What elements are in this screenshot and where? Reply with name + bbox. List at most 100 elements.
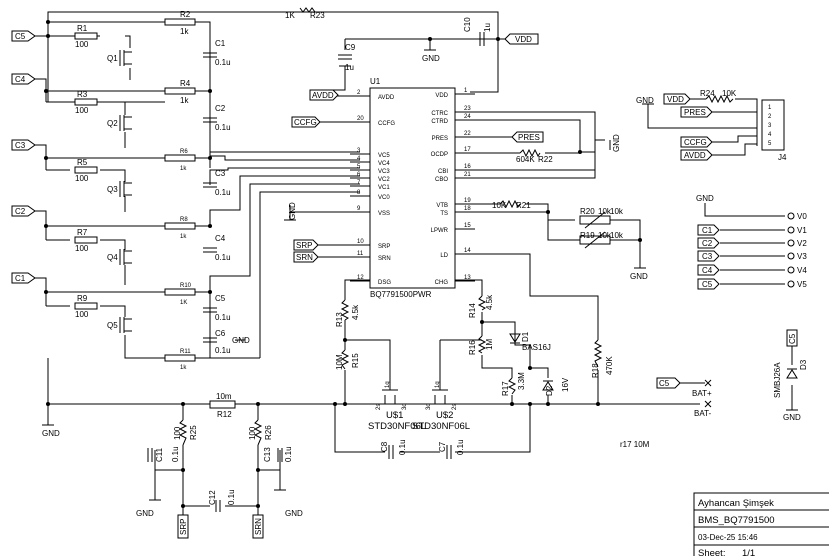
balance-input-value: 100 — [75, 174, 89, 183]
ic-right-pin-name: VDD — [435, 93, 448, 99]
svg-text:3d: 3d — [426, 403, 432, 410]
svg-text:GND: GND — [612, 134, 621, 152]
conn-net-label: C1 — [702, 226, 713, 235]
ic-left-pin-name: VSS — [378, 211, 390, 217]
svg-text:10m: 10m — [216, 392, 232, 401]
title-project: BMS_BQ7791500 — [698, 515, 775, 526]
conn-net-flag — [697, 278, 720, 290]
j4-pin-number: 1 — [768, 105, 772, 111]
resistor-r14: R14 4.5k — [468, 294, 494, 318]
net-flag-srn-bottom: SRN — [252, 514, 264, 539]
ic-left-pin-name: VC3 — [378, 169, 390, 175]
ic-left-pin-name: CCFG — [378, 121, 395, 127]
svg-text:R24: R24 — [700, 89, 715, 98]
balance-gate-value: 1k — [180, 234, 187, 240]
svg-text:D2: D2 — [545, 385, 554, 396]
svg-text:C13: C13 — [263, 447, 272, 462]
ic-right-pin-name: CBO — [435, 177, 448, 183]
title-sheet-label: Sheet: — [698, 548, 725, 556]
ic-left-pin-number: 2 — [357, 90, 361, 96]
svg-text:R19: R19 — [580, 231, 595, 240]
svg-text:J4: J4 — [778, 153, 787, 162]
capacitor-c6: C6 0.1u — [203, 329, 231, 355]
capacitor-c13: C13 0.1u — [263, 446, 293, 462]
ic-left-pin-number: 9 — [357, 206, 361, 212]
ic-right-pin-name: CHG — [435, 280, 449, 286]
resistor-balance-gate — [164, 87, 196, 95]
mosfet-u1: 1g 2s 3d U$1 STD30NF06L — [368, 380, 426, 432]
svg-text:3.3M: 3.3M — [517, 372, 526, 390]
conn-terminal — [787, 280, 795, 288]
conn-terminal — [787, 252, 795, 260]
ic-right-pin-number: 22 — [464, 131, 471, 137]
net-flag-c5-bat: C5 — [656, 377, 681, 389]
balance-cap-ref: C2 — [215, 104, 226, 113]
capacitor-c12: C12 0.1u — [208, 489, 236, 512]
balance-cap-value: 0.1u — [215, 58, 231, 67]
svg-text:CCFG: CCFG — [684, 138, 707, 147]
net-flag-c5-d3: C5 — [786, 329, 798, 347]
svg-text:R20: R20 — [580, 207, 595, 216]
ic-left-pin-name: VC2 — [378, 177, 390, 183]
balance-gate-value: 1k — [180, 166, 187, 172]
svg-text:C4: C4 — [15, 75, 26, 84]
balance-gate-value: 1K — [180, 300, 187, 306]
ic-left-pin-name: SRP — [378, 244, 390, 250]
thermistor-r19: R19 10k 10k — [579, 231, 624, 249]
balance-input-value: 100 — [75, 244, 89, 253]
conn-pin-label: V0 — [797, 212, 807, 221]
svg-text:D1: D1 — [521, 331, 530, 342]
svg-text:R15: R15 — [351, 353, 360, 368]
svg-text:10K: 10K — [722, 89, 737, 98]
capacitor-c11: C11 0.1u — [147, 446, 180, 462]
ic-right-pin-number: 23 — [464, 106, 471, 112]
svg-text:GND: GND — [42, 429, 60, 438]
svg-text:SMBJ26A: SMBJ26A — [773, 362, 782, 398]
svg-text:GND: GND — [636, 96, 654, 105]
conn-net-flag — [697, 224, 720, 236]
svg-text:1u: 1u — [345, 63, 354, 72]
resistor-balance-gate — [164, 288, 196, 296]
svg-text:BAS16J: BAS16J — [522, 343, 551, 352]
svg-text:STD30NF06L: STD30NF06L — [412, 421, 470, 432]
svg-text:1g: 1g — [435, 381, 441, 388]
ic-left-pin-number: 12 — [357, 275, 364, 281]
ic-left-pin-name: VC5 — [378, 153, 390, 159]
title-author: Ayhancan Şimşek — [698, 498, 774, 509]
balance-input-ref: R1 — [77, 24, 88, 33]
net-flag-ccfg: CCFG — [291, 116, 321, 128]
svg-text:GND: GND — [422, 54, 440, 63]
ic-right-pin-number: 19 — [464, 198, 471, 204]
svg-text:U$1: U$1 — [386, 410, 403, 421]
diode-d2: D2 16V — [542, 377, 570, 396]
svg-text:0.1u: 0.1u — [171, 446, 180, 462]
svg-text:R13: R13 — [335, 312, 344, 327]
svg-text:C9: C9 — [345, 43, 356, 52]
balance-gate-ref: R10 — [180, 283, 192, 289]
svg-text:0.1u: 0.1u — [215, 346, 231, 355]
balance-input-ref: R3 — [77, 90, 88, 99]
ic-left-pin-name: AVDD — [378, 95, 395, 101]
svg-text:R18: R18 — [591, 363, 600, 378]
gnd-symbols: GND GND GND GND GND GND GND GND GND GND … — [42, 49, 801, 518]
svg-text:10k: 10k — [598, 231, 612, 240]
svg-text:1u: 1u — [483, 23, 492, 32]
conn-pin-label: V1 — [797, 226, 807, 235]
net-flag-c2: C2 — [11, 205, 36, 217]
ic-right-pin-number: 24 — [464, 114, 471, 120]
svg-text:GND: GND — [783, 413, 801, 422]
svg-text:C1: C1 — [15, 274, 26, 283]
net-flag-srp: SRP — [293, 239, 319, 251]
resistor-r26: 100 R26 — [248, 419, 273, 446]
svg-text:STD30NF06L: STD30NF06L — [368, 421, 426, 432]
svg-text:R17: R17 — [501, 381, 510, 396]
j4-pin-number: 5 — [768, 141, 772, 147]
svg-text:0.1u: 0.1u — [227, 489, 236, 505]
svg-text:R26: R26 — [264, 425, 273, 440]
svg-text:0.1u: 0.1u — [398, 439, 407, 455]
net-flag-avdd: AVDD — [309, 89, 339, 101]
resistor-balance-input — [74, 166, 98, 174]
capacitor-balance — [203, 247, 217, 253]
ic-right-pin-number: 17 — [464, 147, 471, 153]
